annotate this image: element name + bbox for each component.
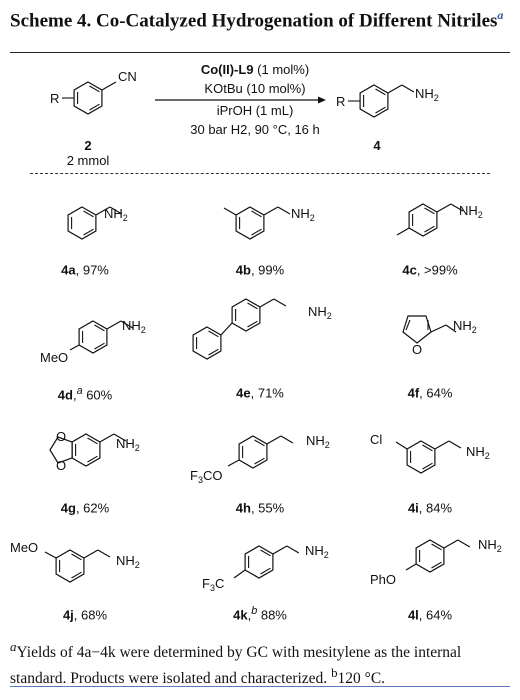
product-number: 4 xyxy=(373,138,381,153)
svg-text:O: O xyxy=(412,342,422,357)
svg-text:CN: CN xyxy=(118,69,137,84)
svg-text:R: R xyxy=(50,91,59,106)
svg-text:NH2: NH2 xyxy=(466,444,490,461)
svg-text:NH2: NH2 xyxy=(116,553,140,570)
structure-4h: NH2 F3CO xyxy=(190,433,330,485)
label-4h: 4h, 55% xyxy=(235,500,285,516)
svg-text:NH2: NH2 xyxy=(116,436,140,453)
structure-4d: NH2 MeO xyxy=(40,318,146,365)
structure-4e: NH2 xyxy=(192,298,332,360)
reactant-structure: CN R xyxy=(50,69,137,115)
svg-text:PhO: PhO xyxy=(370,572,396,587)
svg-text:NH2: NH2 xyxy=(478,537,502,554)
structure-4c: NH2 xyxy=(396,203,483,237)
structures-canvas: CN R 2 2 mmol R NH2 4 NH2 NH2 NH2 xyxy=(10,69,502,593)
label-4j: 4j, 68% xyxy=(62,607,108,623)
label-4b: 4b, 99% xyxy=(235,262,285,278)
footnote: aYields of 4a−4k were determined by GC w… xyxy=(10,639,462,688)
structure-4f: O NH2 xyxy=(402,315,477,357)
svg-text:NH2: NH2 xyxy=(291,206,315,223)
label-4a: 4a, 97% xyxy=(61,262,109,278)
label-4k: 4k,b 88% xyxy=(233,605,287,623)
label-4e: 4e, 71% xyxy=(236,385,284,401)
top-rule xyxy=(10,52,510,53)
svg-text:MeO: MeO xyxy=(40,350,68,365)
structure-4a: NH2 xyxy=(67,206,128,240)
svg-text:NH2: NH2 xyxy=(305,543,329,560)
svg-text:NH2: NH2 xyxy=(104,206,128,223)
reactant-amount: 2 mmol xyxy=(67,153,110,168)
product-structure: R NH2 xyxy=(336,84,439,118)
svg-text:NH2: NH2 xyxy=(415,86,439,103)
svg-text:NH2: NH2 xyxy=(308,304,332,321)
structure-4k: NH2 F3C xyxy=(202,543,329,593)
label-4g: 4g, 62% xyxy=(60,500,110,516)
bottom-rule xyxy=(10,686,510,687)
svg-text:F3CO: F3CO xyxy=(190,468,222,485)
structure-4l: NH2 PhO xyxy=(370,537,502,587)
structure-4g: O O NH2 xyxy=(49,429,140,473)
structure-4b: NH2 xyxy=(223,206,315,240)
label-4d: 4d,a 60% xyxy=(57,385,113,403)
label-4c: 4c, >99% xyxy=(402,262,458,278)
reactant-number: 2 xyxy=(84,138,91,153)
svg-text:NH2: NH2 xyxy=(453,318,477,335)
svg-text:NH2: NH2 xyxy=(459,203,483,220)
reaction-conditions: Co(II)-L9 (1 mol%) KOtBu (10 mol%) iPrOH… xyxy=(190,62,320,137)
svg-text:R: R xyxy=(336,94,345,109)
svg-text:F3C: F3C xyxy=(202,576,224,593)
structure-4i: Cl NH2 xyxy=(370,432,490,474)
svg-text:O: O xyxy=(56,429,66,444)
svg-text:MeO: MeO xyxy=(10,540,38,555)
svg-text:Cl: Cl xyxy=(370,432,382,447)
reaction-arrow xyxy=(155,96,326,104)
svg-text:O: O xyxy=(56,458,66,473)
separator-dashed xyxy=(30,173,490,174)
structure-4j: MeO NH2 xyxy=(10,540,140,583)
svg-text:NH2: NH2 xyxy=(122,318,146,335)
label-4l: 4l, 64% xyxy=(407,607,453,623)
label-4f: 4f, 64% xyxy=(407,385,453,401)
svg-text:NH2: NH2 xyxy=(306,433,330,450)
scheme-title: Scheme 4. Co-Catalyzed Hydrogenation of … xyxy=(10,8,504,32)
label-4i: 4i, 84% xyxy=(407,500,453,516)
